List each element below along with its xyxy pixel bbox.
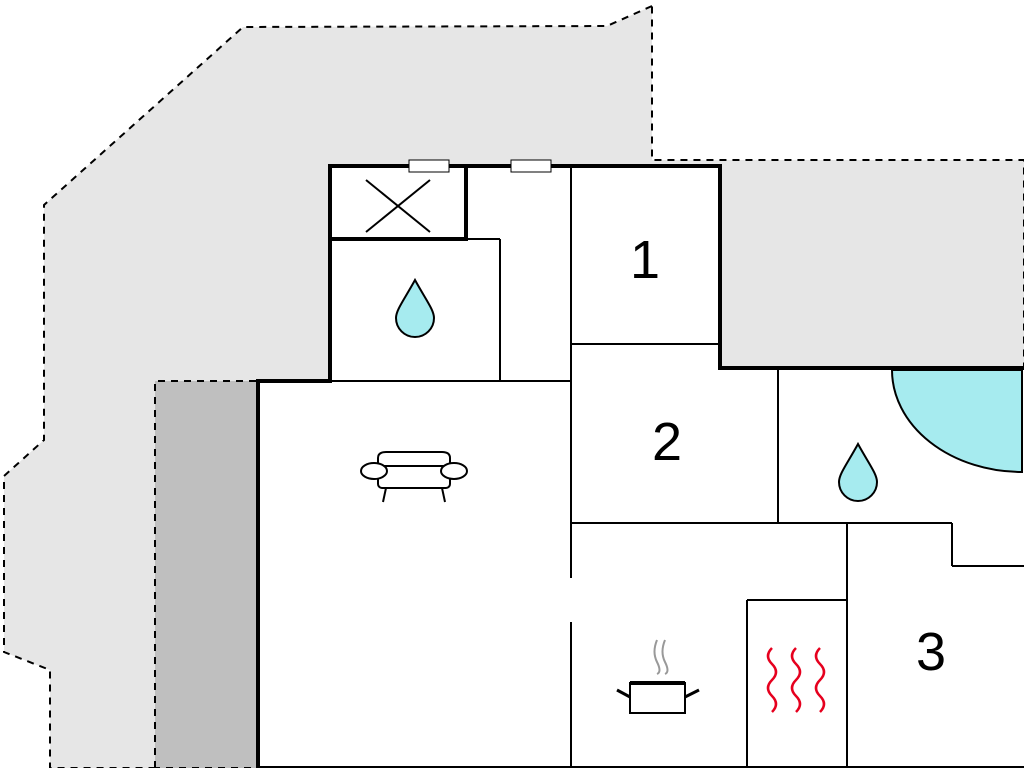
- exterior-walls: [256, 164, 1024, 768]
- sauna-heat-icon: [766, 647, 826, 713]
- interior-walls: [330, 166, 1024, 768]
- covered-terrace: [154, 380, 259, 768]
- water-drop-icon: [394, 277, 436, 338]
- window: [408, 159, 450, 173]
- window: [510, 159, 552, 173]
- sofa-icon: [360, 451, 468, 503]
- room-label-3: 3: [916, 622, 946, 682]
- cooking-pot-icon: [616, 639, 700, 714]
- building-footprint: [258, 166, 1024, 768]
- crossed-box-icon: [328, 164, 468, 241]
- whirlpool-icon: [890, 369, 1023, 474]
- water-drop-icon: [837, 441, 879, 502]
- room-label-2: 2: [652, 412, 682, 472]
- room-label-1: 1: [630, 230, 660, 290]
